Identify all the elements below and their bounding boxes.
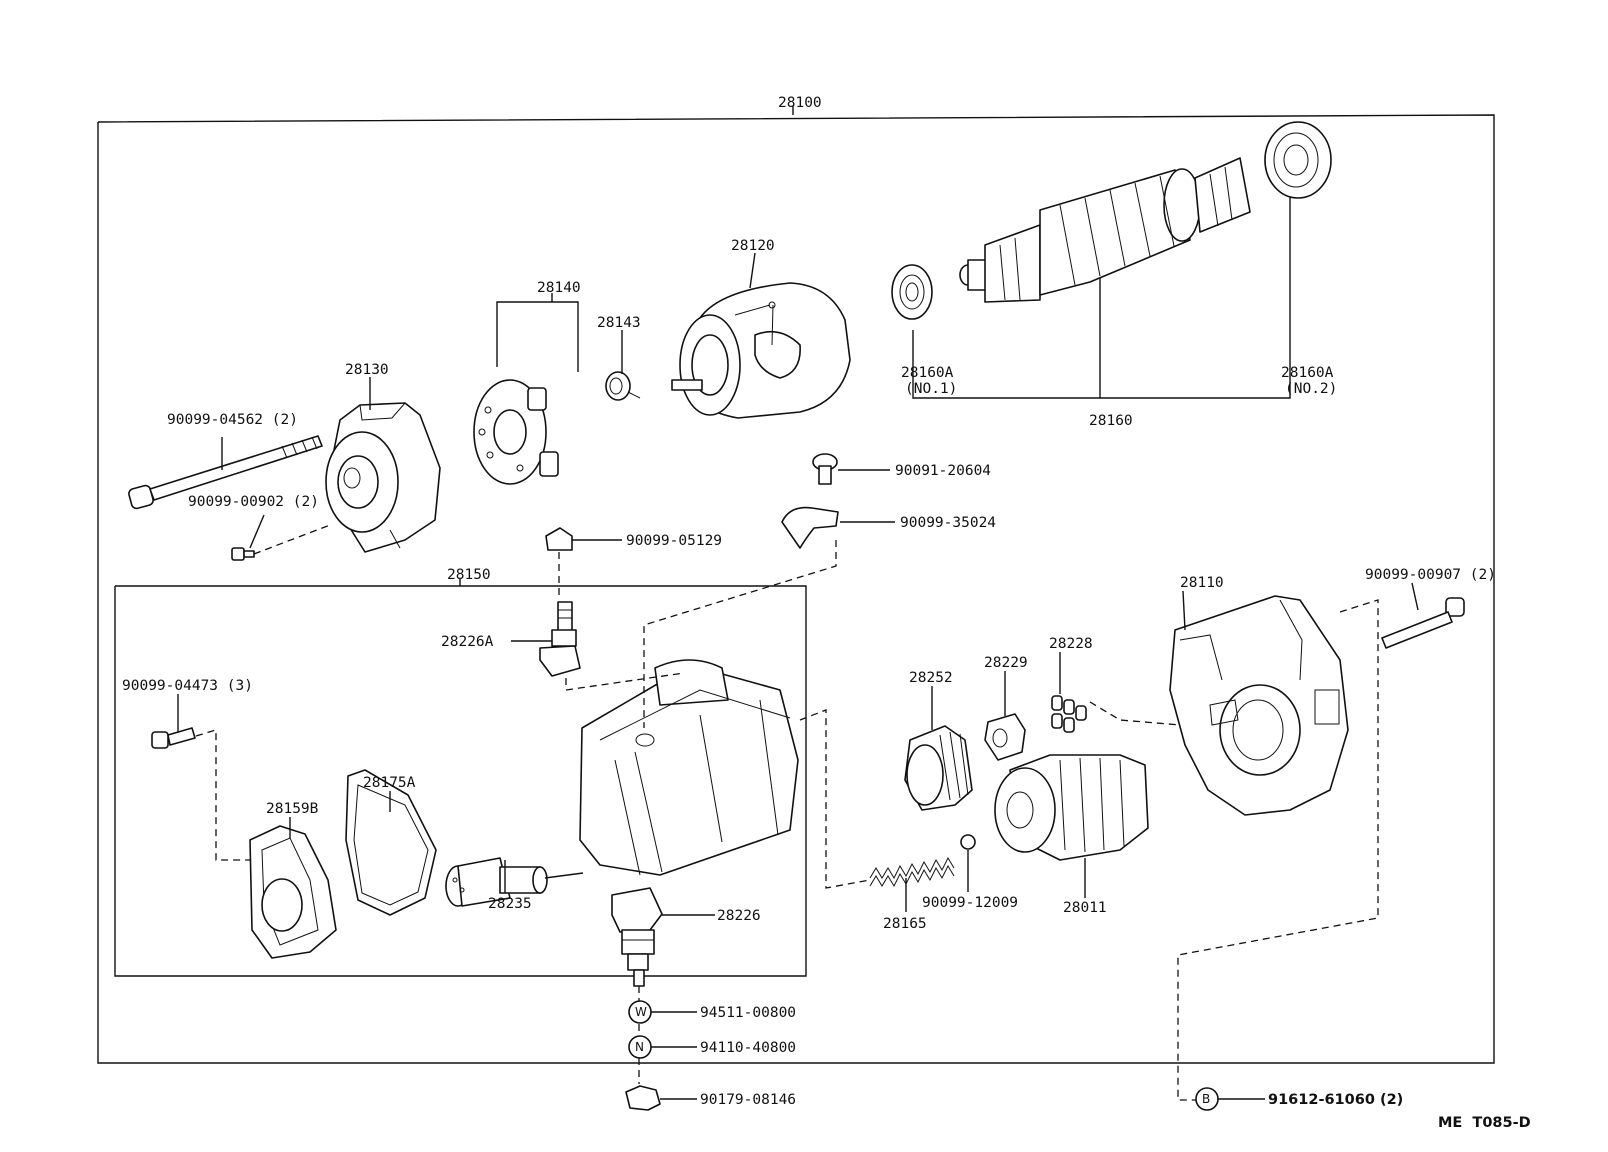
circle-symbols: [628, 1000, 1219, 1111]
label-through-bolt: 90099-04562 (2): [167, 412, 298, 428]
bottom-nut-part: [625, 1085, 661, 1111]
label-bearing-no1: 28160A: [901, 365, 954, 381]
top-screw-part: [812, 453, 838, 485]
label-retainer: 28229: [984, 655, 1028, 671]
label-terminal: 28226: [717, 908, 761, 924]
label-nut-top: 90099-05129: [626, 533, 722, 549]
clip-part: [781, 506, 839, 549]
assembly-frame: [97, 106, 1495, 1064]
solenoid-housing-part: [579, 659, 799, 876]
brush-holder-part: [473, 379, 559, 485]
label-cover: 28159B: [266, 801, 319, 817]
label-assy: 28100: [778, 95, 822, 111]
label-brush-spring: 28143: [597, 315, 641, 331]
symbol-b: B: [1202, 1092, 1210, 1106]
bearing-no1-part: [891, 264, 933, 320]
idler-part: [1051, 695, 1087, 733]
label-screw-end: 90099-00902 (2): [188, 494, 319, 510]
label-nut-bottom: 90179-08146: [700, 1092, 796, 1108]
label-yoke: 28150: [447, 567, 491, 583]
end-screw-part: [231, 547, 255, 561]
label-screw-top: 90091-20604: [895, 463, 991, 479]
through-bolt-part: [128, 435, 323, 510]
cover-screw-part: [151, 727, 196, 749]
label-plunger: 28235: [488, 896, 532, 912]
retainer-part: [984, 713, 1026, 761]
label-housing: 28110: [1180, 575, 1224, 591]
label-washer: 94511-00800: [700, 1005, 796, 1021]
armature-part: [959, 157, 1251, 303]
label-clutch: 28011: [1063, 900, 1107, 916]
cover-part: [249, 825, 337, 959]
label-nut-n: 94110-40800: [700, 1040, 796, 1056]
label-bolt-b: 91612-61060 (2): [1268, 1092, 1403, 1108]
housing-bolt-part: [1381, 597, 1465, 649]
label-bolt-housing: 90099-00907 (2): [1365, 567, 1496, 583]
top-nut-part: [545, 527, 573, 551]
label-end-frame: 28130: [345, 362, 389, 378]
housing-part: [1169, 595, 1349, 816]
gasket-part: [345, 769, 437, 916]
label-armature: 28160: [1089, 413, 1133, 429]
brush-spring-part: [605, 371, 641, 401]
field-frame-part: [671, 282, 851, 419]
terminal-a-part: [539, 601, 581, 677]
leader-lines: [177, 252, 1419, 1100]
label-brush-holder: 28140: [537, 280, 581, 296]
ball-part: [960, 834, 976, 850]
label-gasket: 28175A: [363, 775, 416, 791]
plunger-part: [445, 857, 584, 907]
end-frame-part: [325, 402, 441, 553]
label-spring: 28165: [883, 916, 927, 932]
label-screw-cover: 90099-04473 (3): [122, 678, 253, 694]
label-ball: 90099-12009: [922, 895, 1018, 911]
label-idler: 28228: [1049, 636, 1093, 652]
label-bearing-no1-sub: (NO.1): [905, 381, 957, 397]
label-bearing-no2: 28160A: [1281, 365, 1334, 381]
label-bearing-no2-sub: (NO.2): [1285, 381, 1337, 397]
symbol-n: N: [635, 1040, 644, 1054]
label-field-frame: 28120: [731, 238, 775, 254]
label-clip: 90099-35024: [900, 515, 996, 531]
label-terminal-a: 28226A: [441, 634, 494, 650]
alignment-lines: [195, 524, 1379, 1101]
reference-code: ME T085-D: [1438, 1115, 1531, 1131]
gear-part: [904, 725, 973, 811]
bearing-no2-part: [1264, 121, 1332, 199]
label-gear: 28252: [909, 670, 953, 686]
spring-part: [869, 856, 955, 888]
clutch-part: [994, 754, 1149, 861]
terminal-part: [611, 887, 663, 987]
symbol-w: W: [635, 1005, 647, 1019]
